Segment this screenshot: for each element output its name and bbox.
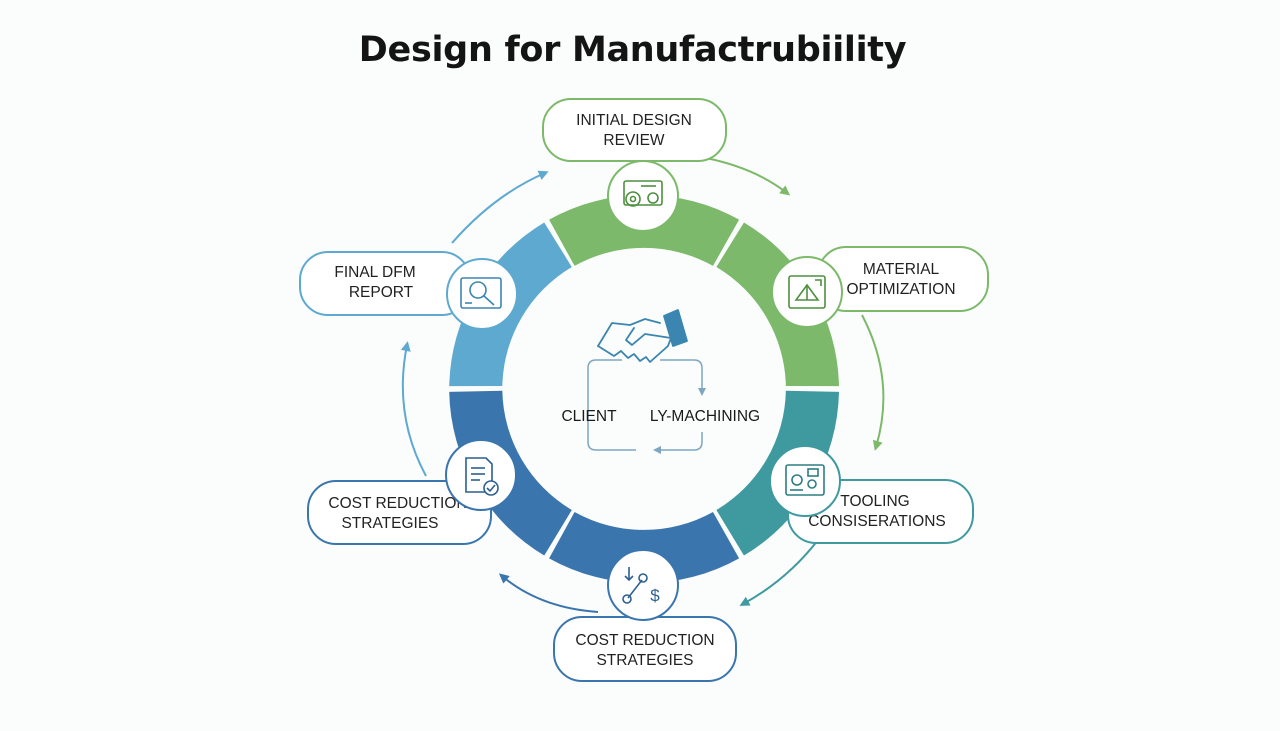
svg-text:$: $ bbox=[650, 586, 660, 605]
step-label-line1: MATERIAL bbox=[863, 261, 940, 278]
center-machining-label: LY-MACHINING bbox=[650, 408, 760, 425]
step-label-line1: FINAL DFM bbox=[334, 264, 415, 281]
step-cost-reduction-left: COST REDUCTION STRATEGIES bbox=[307, 439, 517, 545]
arrow-final-to-initial bbox=[451, 170, 549, 244]
magnifier-report-icon bbox=[460, 277, 502, 309]
arrow-tooling-to-cost bbox=[739, 539, 819, 606]
material-box-icon bbox=[788, 275, 826, 309]
step-label-line1: COST REDUCTION bbox=[575, 632, 714, 649]
step-initial-design-review: INITIAL DESIGN REVIEW bbox=[542, 98, 727, 232]
gear-settings-icon bbox=[623, 180, 663, 207]
step-cost-reduction-bottom: COST REDUCTION STRATEGIES $ bbox=[553, 549, 737, 682]
tooling-panel-icon bbox=[785, 464, 825, 496]
step-label-line1: INITIAL DESIGN bbox=[576, 112, 692, 129]
exchange-arrows bbox=[587, 359, 706, 454]
handshake-icon bbox=[597, 309, 688, 363]
process-ring bbox=[449, 194, 839, 584]
step-label-line1: TOOLING bbox=[840, 493, 909, 510]
center-client-label: CLIENT bbox=[561, 408, 617, 425]
center-collaboration: CLIENT LY-MACHINING bbox=[561, 309, 760, 454]
page-title: Design for Manufactrubiility bbox=[358, 30, 907, 70]
wrench-dollar-icon: $ bbox=[622, 567, 660, 605]
flow-arrows bbox=[400, 157, 885, 613]
arrow-cost-to-cost-left bbox=[498, 573, 599, 613]
step-label-line1: COST REDUCTION bbox=[328, 495, 467, 512]
step-tooling-considerations: TOOLING CONSISERATIONS bbox=[769, 445, 974, 544]
arrow-initial-to-material bbox=[705, 157, 791, 196]
step-label-line2: CONSISERATIONS bbox=[808, 513, 946, 530]
arrow-material-to-tooling bbox=[861, 314, 885, 451]
step-final-dfm-report: FINAL DFM REPORT bbox=[299, 251, 518, 330]
step-label-line2: STRATEGIES bbox=[341, 515, 438, 532]
step-label-line2: REPORT bbox=[349, 284, 414, 301]
step-label-line2: OPTIMIZATION bbox=[846, 281, 955, 298]
step-label-line2: REVIEW bbox=[603, 132, 665, 149]
arrow-cost-left-to-final bbox=[400, 341, 427, 477]
step-material-optimization: MATERIAL OPTIMIZATION bbox=[771, 246, 989, 328]
document-check-icon bbox=[465, 457, 499, 496]
step-label-line2: STRATEGIES bbox=[596, 652, 693, 669]
ring-segment-cost-bottom bbox=[549, 511, 740, 584]
